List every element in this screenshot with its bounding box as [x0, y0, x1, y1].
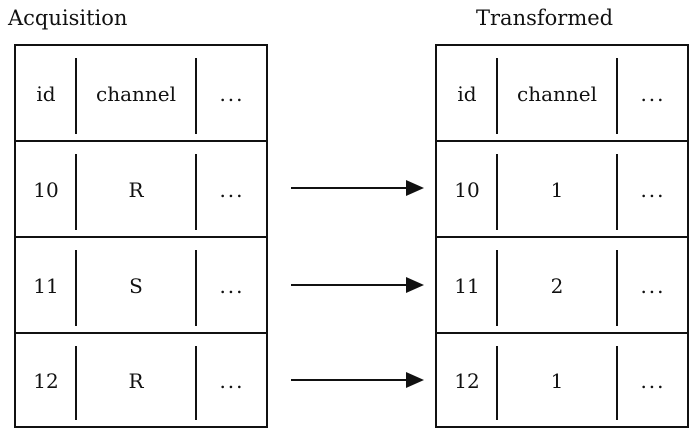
id-cell: 12: [33, 369, 59, 393]
channel-cell: 2: [550, 274, 564, 298]
ellipsis-cell: ...: [640, 178, 666, 202]
table-header-row: id channel ...: [16, 46, 266, 142]
channel-cell: 1: [550, 369, 564, 393]
table-row: 10 1 ...: [437, 140, 687, 238]
acquisition-title: Acquisition: [8, 6, 128, 30]
column-divider: [616, 250, 618, 326]
transformed-table: id channel ... 10 1 ... 11 2 ... 12 1 ..…: [435, 44, 689, 428]
acquisition-table: id channel ... 10 R ... 11 S ... 12 R ..…: [14, 44, 268, 428]
id-cell: 10: [33, 178, 59, 202]
channel-cell: R: [128, 369, 144, 393]
header-channel-cell: channel: [517, 82, 597, 106]
column-divider: [496, 58, 498, 134]
channel-cell: R: [128, 178, 144, 202]
column-divider: [75, 154, 77, 230]
table-row: 10 R ...: [16, 140, 266, 238]
mapping-arrow-row-2: [291, 277, 424, 293]
channel-cell: S: [129, 274, 143, 298]
header-channel-cell: channel: [96, 82, 176, 106]
id-cell: 12: [454, 369, 480, 393]
column-divider: [75, 250, 77, 326]
table-row: 12 1 ...: [437, 332, 687, 428]
column-divider: [75, 346, 77, 420]
id-cell: 11: [33, 274, 59, 298]
header-id-cell: id: [36, 82, 56, 106]
header-id-cell: id: [457, 82, 477, 106]
mapping-arrow-row-3: [291, 372, 424, 388]
column-divider: [616, 58, 618, 134]
column-divider: [195, 154, 197, 230]
table-row: 11 S ...: [16, 236, 266, 334]
header-ellipsis-cell: ...: [640, 82, 666, 106]
column-divider: [195, 346, 197, 420]
mapping-arrow-row-1: [291, 180, 424, 196]
column-divider: [496, 154, 498, 230]
column-divider: [75, 58, 77, 134]
table-row: 12 R ...: [16, 332, 266, 428]
ellipsis-cell: ...: [640, 274, 666, 298]
header-ellipsis-cell: ...: [219, 82, 245, 106]
column-divider: [616, 154, 618, 230]
column-divider: [195, 58, 197, 134]
column-divider: [496, 346, 498, 420]
id-cell: 11: [454, 274, 480, 298]
transformed-title: Transformed: [476, 6, 614, 30]
ellipsis-cell: ...: [640, 369, 666, 393]
column-divider: [616, 346, 618, 420]
column-divider: [195, 250, 197, 326]
table-row: 11 2 ...: [437, 236, 687, 334]
ellipsis-cell: ...: [219, 369, 245, 393]
ellipsis-cell: ...: [219, 274, 245, 298]
channel-cell: 1: [550, 178, 564, 202]
column-divider: [496, 250, 498, 326]
ellipsis-cell: ...: [219, 178, 245, 202]
id-cell: 10: [454, 178, 480, 202]
table-header-row: id channel ...: [437, 46, 687, 142]
